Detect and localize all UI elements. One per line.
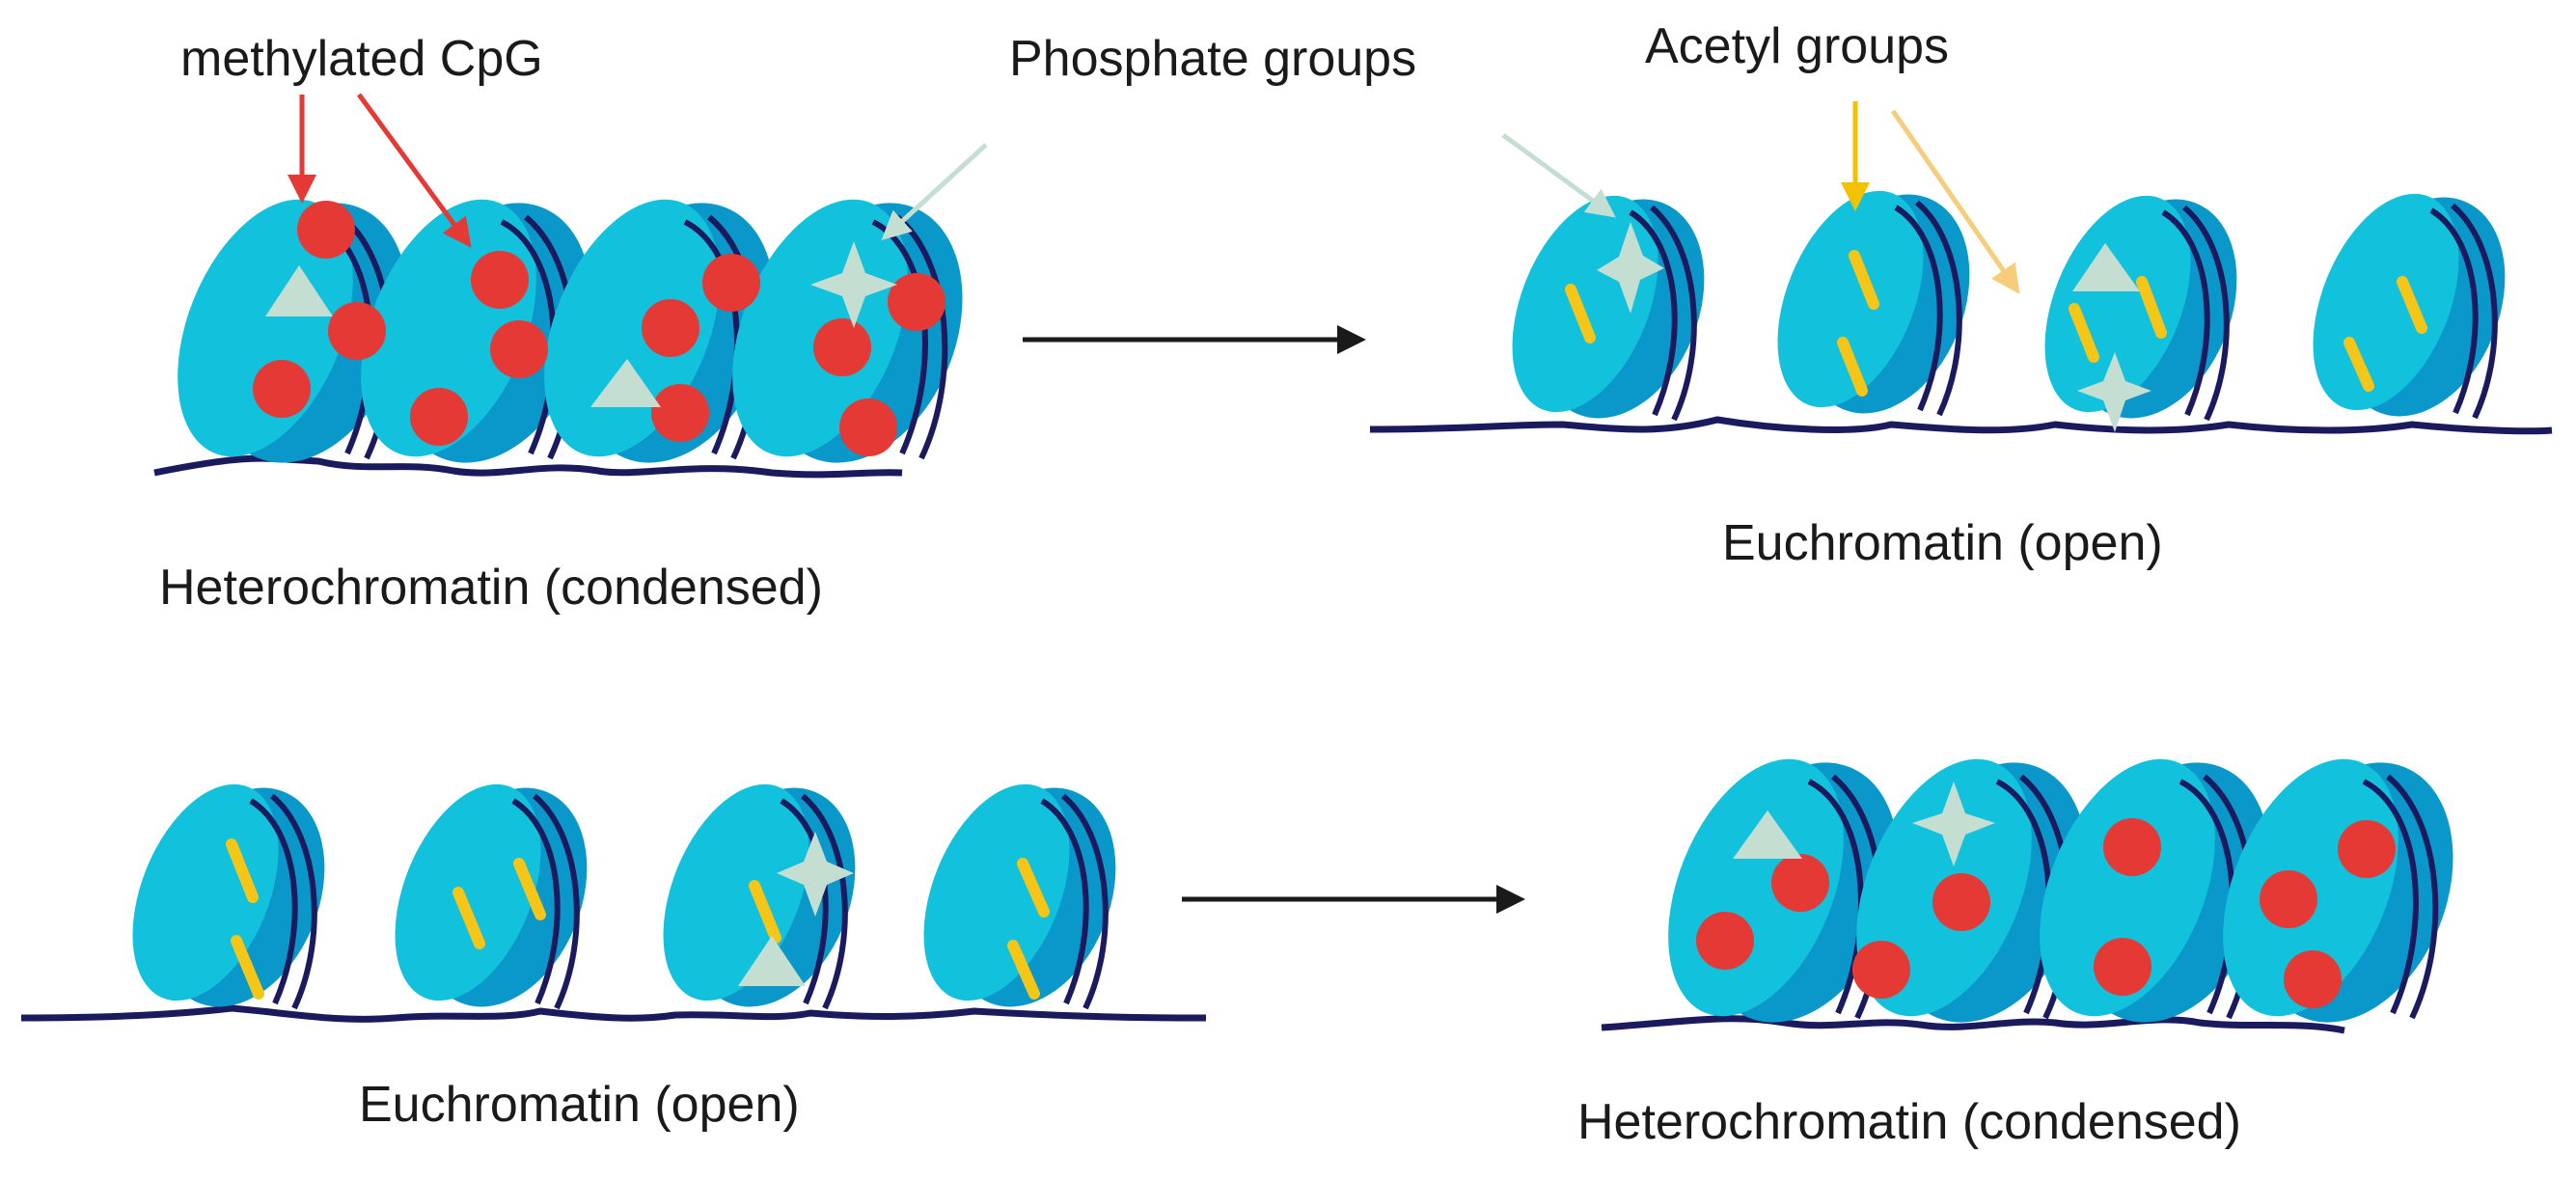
- top-right-state-label: Euchromatin (open): [1722, 515, 2163, 571]
- phosphate-star-icon: [810, 241, 897, 328]
- nucleosome: [132, 783, 325, 1010]
- acetyl-pointer-arrow: [1890, 109, 2020, 294]
- methyl-dot-icon: [253, 201, 945, 456]
- methyl-pointer-arrow: [356, 93, 472, 248]
- phosphate-star-icon: [1912, 782, 1995, 866]
- phosphate-star-icon: [777, 832, 854, 917]
- bottom-right-heterochromatin: [1601, 758, 2453, 1034]
- top-left-state-label: Heterochromatin (condensed): [159, 560, 823, 616]
- phosphate-triangle-icon: [738, 936, 806, 986]
- phosphate-star-icon: [1597, 222, 1664, 314]
- top-right-euchromatin: [1369, 190, 2553, 435]
- phosphate-groups-label: Phosphate groups: [1009, 31, 1416, 87]
- top-left-heterochromatin: [153, 199, 963, 479]
- dna-strand: [1369, 416, 2553, 435]
- acetyl-groups-label: Acetyl groups: [1645, 18, 1949, 74]
- acetyl-bar-icon: [1565, 250, 2427, 397]
- phosphate-star-icon: [2077, 352, 2151, 432]
- nucleosome: [2313, 193, 2506, 420]
- phosphate-triangle-icon: [1733, 810, 1802, 859]
- nucleosome: [1777, 190, 1970, 417]
- nucleosome: [2044, 195, 2237, 422]
- dna-strand: [20, 1004, 1207, 1023]
- bottom-left-state-label: Euchromatin (open): [359, 1077, 800, 1133]
- nucleosome: [923, 783, 1116, 1010]
- bottom-right-state-label: Heterochromatin (condensed): [1577, 1094, 2241, 1150]
- phosphate-pointer-arrow: [1501, 132, 1616, 218]
- phosphate-pointer-arrow: [881, 143, 988, 241]
- methyl-dot-icon: [1696, 818, 2396, 1008]
- dna-strand: [153, 454, 903, 479]
- phosphate-triangle-icon: [265, 265, 661, 407]
- bottom-left-euchromatin: [20, 783, 1207, 1023]
- nucleosome: [395, 783, 588, 1010]
- phosphate-triangle-icon: [2072, 243, 2140, 291]
- dna-strand: [1601, 1015, 2345, 1034]
- acetyl-bar-icon: [226, 838, 1050, 1000]
- methylated-cpg-label: methylated CpG: [180, 31, 543, 87]
